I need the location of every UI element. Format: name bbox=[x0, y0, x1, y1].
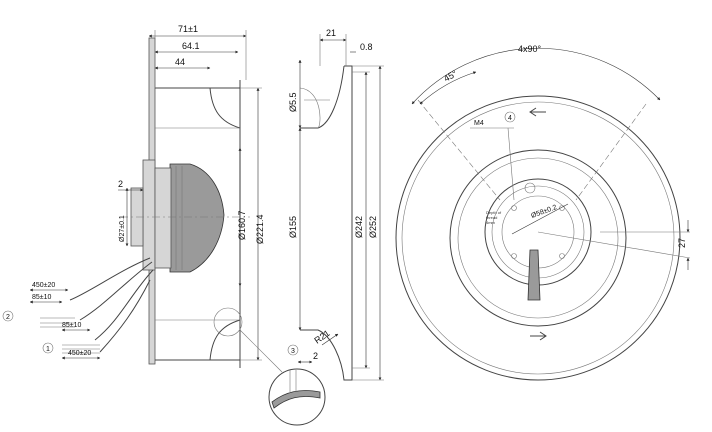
side-view: 71±1 64.1 44 2 Ø27±0.1 Ø160.7 Ø221.4 450… bbox=[2, 24, 326, 426]
dim-hub-dia: Ø27±0.1 bbox=[119, 215, 126, 242]
callout-4: 4 bbox=[508, 115, 512, 122]
side-rotor bbox=[169, 163, 225, 273]
dim-width-44: 44 bbox=[175, 57, 185, 67]
callout-3: 3 bbox=[291, 348, 295, 355]
front-outer-circle bbox=[395, 95, 681, 381]
front-view: Depth of thread 4mm 4x90° 45° M4 4 Ø58±0… bbox=[395, 44, 691, 381]
detail-view-circle bbox=[268, 368, 326, 426]
dim-thread: M4 bbox=[474, 120, 484, 127]
callout-1: 1 bbox=[46, 346, 50, 353]
side-motor-housing bbox=[142, 159, 156, 271]
dim-dia-55: Ø5.5 bbox=[288, 92, 298, 112]
front-shroud bbox=[449, 149, 627, 327]
dim-dia-155: Ø155 bbox=[288, 216, 298, 238]
dim-detail-width: 2 bbox=[313, 351, 318, 361]
dim-dia-252: Ø252 bbox=[368, 216, 378, 238]
dim-cable-outer: 450±20 bbox=[32, 282, 55, 289]
dim-cable-inner: 85±10 bbox=[62, 322, 82, 329]
dim-cable-lower: 450±20 bbox=[68, 350, 91, 357]
callout-2: 2 bbox=[6, 314, 10, 321]
dim-overall-width: 71±1 bbox=[178, 24, 198, 34]
dim-radius: R21 bbox=[312, 328, 331, 346]
section-view: 21 0.8 Ø5.5 Ø155 Ø242 Ø252 R21 3 2 bbox=[287, 28, 384, 381]
dim-section-width: 21 bbox=[326, 28, 336, 38]
label-line-2: thread bbox=[486, 215, 497, 220]
dim-angle: 45° bbox=[442, 68, 459, 84]
dim-cable-mid: 85±10 bbox=[32, 294, 52, 301]
dim-shaft-offset: 2 bbox=[118, 179, 123, 189]
dim-dia-160: Ø160.7 bbox=[237, 210, 247, 240]
label-line-3: 4mm bbox=[486, 220, 496, 225]
side-cables bbox=[40, 257, 154, 354]
dim-gap: 0.8 bbox=[360, 42, 373, 52]
dim-dia-221: Ø221.4 bbox=[255, 214, 265, 244]
front-cable-exit bbox=[527, 249, 541, 301]
dim-width-to-flange: 64.1 bbox=[182, 41, 200, 51]
dim-offset-27: 27 bbox=[677, 238, 687, 248]
label-line-1: Depth of bbox=[486, 210, 502, 215]
dim-bolt-circle: Ø58±0.2 bbox=[530, 204, 558, 220]
dim-hole-pattern: 4x90° bbox=[518, 44, 542, 54]
dim-dia-242: Ø242 bbox=[354, 216, 364, 238]
